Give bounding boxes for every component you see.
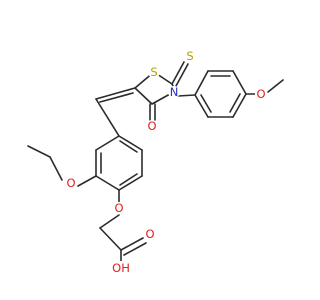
bond-ch2-cooh bbox=[99, 227, 122, 251]
bond-n-c4 bbox=[151, 93, 171, 105]
bond-ethoxy-o bbox=[77, 175, 97, 187]
bond-ar4 bbox=[118, 175, 143, 191]
bond-ar-inner3 bbox=[119, 140, 138, 153]
ring-sulfur-label: S bbox=[150, 65, 157, 79]
bond-n-aryl bbox=[177, 94, 196, 97]
bond-ethoxy-ch2 bbox=[49, 156, 63, 181]
thione-sulfur-label: S bbox=[186, 49, 193, 63]
bond-cooh-o-2 bbox=[123, 242, 147, 256]
acid-carbonyl-oxygen-label: O bbox=[145, 227, 154, 241]
bond-ar1 bbox=[95, 135, 120, 151]
bond-ar3 bbox=[95, 175, 120, 191]
bond-pa4 bbox=[232, 93, 247, 118]
bond-thione-1 bbox=[171, 61, 185, 85]
bond-pa3 bbox=[232, 70, 247, 95]
ether-oxygen-label: O bbox=[114, 201, 123, 215]
bond-exo-2 bbox=[99, 92, 134, 103]
bond-c4-c5ring bbox=[134, 87, 153, 105]
bond-thione-2 bbox=[175, 63, 189, 87]
bond-ethoxy-ch3 bbox=[27, 145, 51, 158]
bond-methoxy-ch3 bbox=[267, 79, 284, 93]
ring-nitrogen-label: N bbox=[170, 85, 179, 99]
bond-pa-inner3 bbox=[200, 94, 212, 113]
bond-ch-ring bbox=[95, 98, 120, 137]
bond-pa-inner2 bbox=[229, 93, 241, 113]
ethoxy-oxygen-label: O bbox=[66, 176, 75, 190]
bond-pa6 bbox=[194, 94, 209, 118]
bonds bbox=[27, 61, 284, 263]
bond-pa1 bbox=[194, 70, 209, 96]
atom-labels: S S N O O O O O OH bbox=[65, 49, 267, 275]
bond-ar6 bbox=[118, 135, 143, 151]
bond-cooh-o-1 bbox=[120, 237, 144, 251]
carbonyl-oxygen-label: O bbox=[147, 119, 156, 133]
bond-ar-inner2 bbox=[119, 173, 138, 186]
bond-exo-1 bbox=[95, 87, 136, 100]
hydroxyl-label: OH bbox=[112, 261, 130, 275]
bond-etherO-ch2 bbox=[99, 214, 120, 229]
chemical-structure: S S N O O O O O OH bbox=[27, 49, 284, 275]
methoxy-oxygen-label: O bbox=[256, 87, 265, 101]
